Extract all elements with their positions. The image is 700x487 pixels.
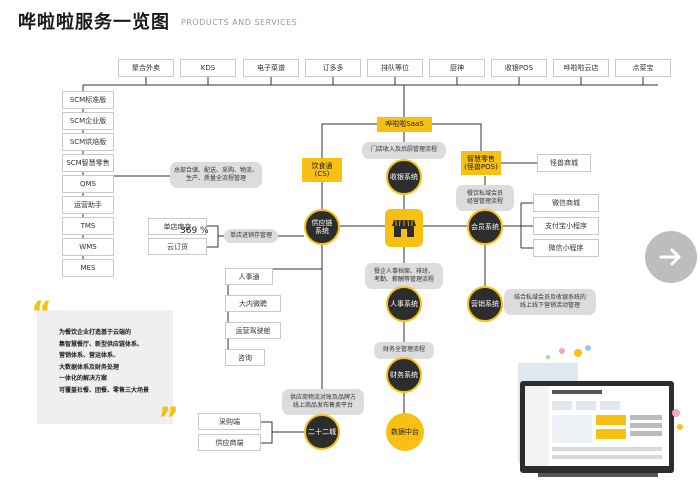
quote-open-mark: “: [31, 294, 53, 332]
product-box-e-menu: 电子菜谱: [243, 59, 299, 77]
scm-standard-box: SCM标准版: [62, 91, 114, 109]
member-system-circle: 会员系统: [467, 209, 503, 245]
store-inventory-box: 单店库存: [148, 218, 207, 235]
supply-note: 总部合储、配送、采购、物流、 生产、质量全流程管理: [170, 162, 262, 188]
product-box-aggregate-delivery: 聚合外卖: [118, 59, 174, 77]
supply-chain-circle: 供应链 系统: [304, 209, 340, 245]
store-hub-icon: [385, 209, 423, 247]
store-percent-label: 369 %: [180, 226, 209, 236]
product-box-chushen: 厨神: [429, 59, 485, 77]
product-box-kds: KDS: [180, 59, 236, 77]
product-box-ordering: 点菜宝: [615, 59, 671, 77]
marketing-note: 结合私域会员及收银系统的 线上线下营销活动管理: [504, 289, 596, 315]
scm-enterprise-box: SCM企业版: [62, 112, 114, 130]
consulting-box: 咨询: [225, 349, 265, 366]
product-box-cloud-store: 哗啦啦云店: [553, 59, 609, 77]
catering-cs-box: 饮食通 (CS): [302, 158, 342, 182]
quote-line: 为餐饮企业打造基于云端的: [59, 329, 132, 336]
dashboard-illustration: [518, 343, 688, 481]
marketing-system-circle: 营销系统: [467, 286, 503, 322]
quote-line: 集智慧餐厅、新型供应链体系、: [59, 340, 144, 348]
finance-note: 财务全管理流程: [374, 342, 434, 359]
quote-line: 一体化的解决方案: [59, 375, 108, 382]
smart-retail-box: 智慧零售 (怪兽POS): [461, 151, 501, 175]
hr-system-circle: 人事系统: [386, 286, 422, 322]
wms-box: WMS: [62, 238, 114, 256]
cashier-system-circle: 收银系统: [386, 159, 422, 195]
quote-line: 营销体系、营运体系、: [59, 352, 120, 359]
product-box-pos: 收银POS: [491, 59, 547, 77]
page-subtitle: PRODUCTS AND SERVICES: [181, 18, 298, 27]
mes-box: MES: [62, 259, 114, 277]
arrow-right-icon: [659, 248, 681, 266]
member-note: 餐饮私域会员 经营管理流程: [456, 185, 514, 211]
next-arrow-button[interactable]: [645, 231, 697, 283]
finance-system-circle: 财务系统: [386, 357, 422, 393]
cloud-ordering-box: 云订货: [148, 238, 207, 255]
supplier-box: 供应商端: [198, 434, 261, 451]
b2b-note: 供应商物流对账及品牌方 线上商品发布售卖平台: [282, 389, 364, 415]
wechat-miniapp-box: 微信小程序: [533, 239, 599, 257]
alipay-miniapp-box: 支付宝小程序: [533, 217, 599, 235]
wechat-mall-box: 微信商城: [533, 194, 599, 212]
retail-mall-box: 怪兽商城: [537, 154, 591, 172]
page-title: 哗啦啦服务一览图: [18, 12, 170, 33]
store-inventory-note: 单店进销存管理: [224, 229, 278, 243]
quote-panel: “ 为餐饮企业打造基于云端的 集智慧餐厅、新型供应链体系、 营销体系、营运体系、…: [31, 294, 173, 424]
hr-tong-box: 人事通: [225, 268, 273, 285]
data-center-circle: 数据中台: [386, 413, 424, 451]
ops-cockpit-box: 运营驾驶舱: [225, 322, 281, 339]
saas-box: 哗啦啦SaaS: [377, 117, 432, 132]
cashier-note: 门店收入及后厨管理流程: [362, 142, 446, 159]
quote-line: 可覆盖社餐、团餐、零售三大场景: [59, 386, 150, 394]
scm-bakery-box: SCM烘焙版: [62, 133, 114, 151]
recruitment-box: 大内微聘: [225, 295, 281, 312]
purchaser-box: 采购端: [198, 413, 261, 430]
product-box-queue: 排队等位: [367, 59, 423, 77]
qms-box: QMS: [62, 175, 114, 193]
b2b-platform-circle: 二十二城: [304, 414, 340, 450]
hr-note: 餐企人事档案、排班、 考勤、薪酬等管理流程: [365, 263, 443, 289]
quote-close-mark: ”: [158, 400, 180, 438]
scm-retail-box: SCM智慧零售: [62, 154, 114, 172]
product-box-dingduoduo: 订多多: [305, 59, 361, 77]
ops-assistant-box: 运营助手: [62, 196, 114, 214]
quote-line: 大数据体系及财务处理: [59, 363, 120, 371]
quote-text: 为餐饮企业打造基于云端的 集智慧餐厅、新型供应链体系、 营销体系、营运体系、 大…: [59, 327, 149, 396]
tms-box: TMS: [62, 217, 114, 235]
